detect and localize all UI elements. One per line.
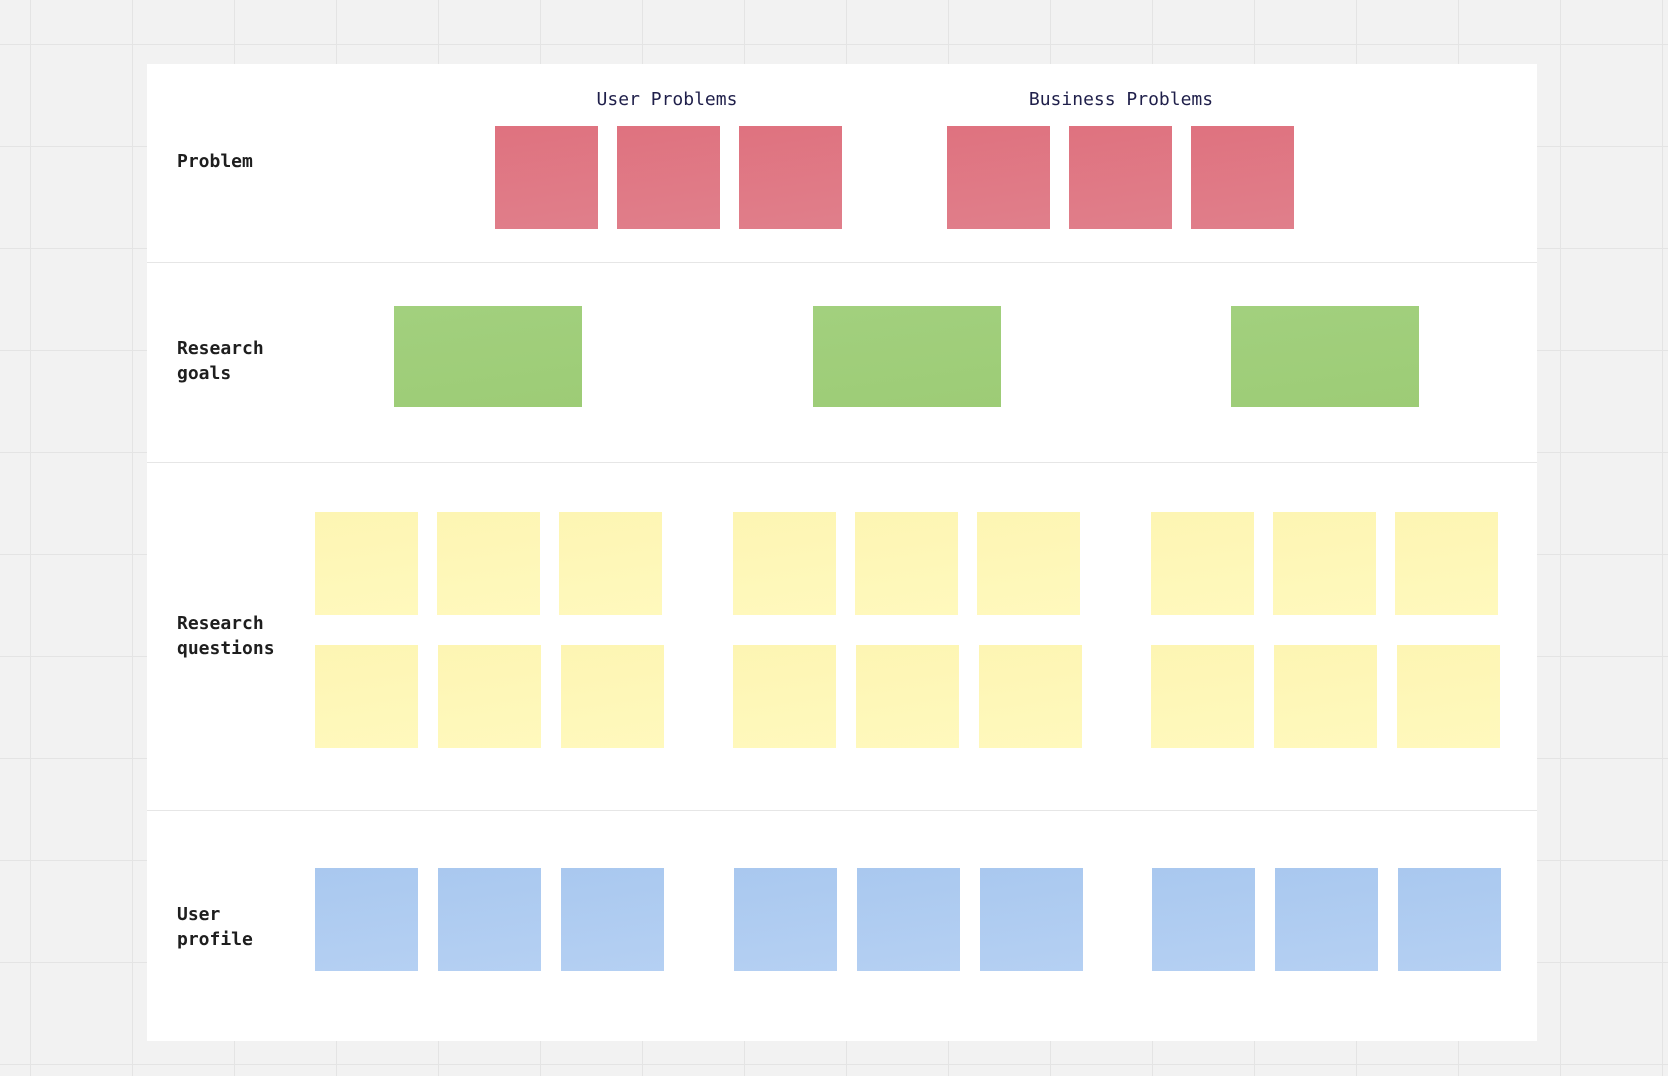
row-divider <box>147 262 1537 263</box>
sticky-note-green[interactable] <box>813 306 1001 407</box>
sticky-note-yellow[interactable] <box>977 512 1080 615</box>
sticky-note-red[interactable] <box>495 126 598 229</box>
sticky-note-blue[interactable] <box>561 868 664 971</box>
group-title-business-problems: Business Problems <box>1028 89 1214 110</box>
sticky-note-blue[interactable] <box>1275 868 1378 971</box>
sticky-note-green[interactable] <box>1231 306 1419 407</box>
sticky-note-blue[interactable] <box>1152 868 1255 971</box>
sticky-note-red[interactable] <box>947 126 1050 229</box>
sticky-note-yellow[interactable] <box>559 512 662 615</box>
sticky-note-yellow[interactable] <box>856 645 959 748</box>
sticky-note-yellow[interactable] <box>1151 645 1254 748</box>
row-label-research-goals: Research goals <box>177 338 264 384</box>
sticky-note-yellow[interactable] <box>438 645 541 748</box>
sticky-note-yellow[interactable] <box>437 512 540 615</box>
sticky-note-yellow[interactable] <box>1274 645 1377 748</box>
sticky-note-yellow[interactable] <box>979 645 1082 748</box>
sticky-note-yellow[interactable] <box>1397 645 1500 748</box>
sticky-note-red[interactable] <box>617 126 720 229</box>
sticky-note-red[interactable] <box>1069 126 1172 229</box>
sticky-note-red[interactable] <box>739 126 842 229</box>
group-title-user-problems: User Problems <box>596 89 738 110</box>
sticky-note-blue[interactable] <box>438 868 541 971</box>
row-divider <box>147 462 1537 463</box>
row-divider <box>147 810 1537 811</box>
sticky-note-blue[interactable] <box>857 868 960 971</box>
sticky-note-green[interactable] <box>394 306 582 407</box>
sticky-note-yellow[interactable] <box>1395 512 1498 615</box>
sticky-note-yellow[interactable] <box>315 645 418 748</box>
row-label-research-questions: Research questions <box>177 613 275 659</box>
sticky-note-blue[interactable] <box>1398 868 1501 971</box>
sticky-note-red[interactable] <box>1191 126 1294 229</box>
sticky-note-blue[interactable] <box>980 868 1083 971</box>
sticky-note-yellow[interactable] <box>561 645 664 748</box>
whiteboard-frame: User Problems Business Problems Problem … <box>147 64 1537 1041</box>
sticky-note-yellow[interactable] <box>733 512 836 615</box>
sticky-note-blue[interactable] <box>315 868 418 971</box>
sticky-note-yellow[interactable] <box>1273 512 1376 615</box>
sticky-note-yellow[interactable] <box>1151 512 1254 615</box>
row-label-user-profile: User profile <box>177 904 253 950</box>
sticky-note-yellow[interactable] <box>855 512 958 615</box>
row-label-problem: Problem <box>177 151 253 172</box>
sticky-note-blue[interactable] <box>734 868 837 971</box>
sticky-note-yellow[interactable] <box>733 645 836 748</box>
sticky-note-yellow[interactable] <box>315 512 418 615</box>
